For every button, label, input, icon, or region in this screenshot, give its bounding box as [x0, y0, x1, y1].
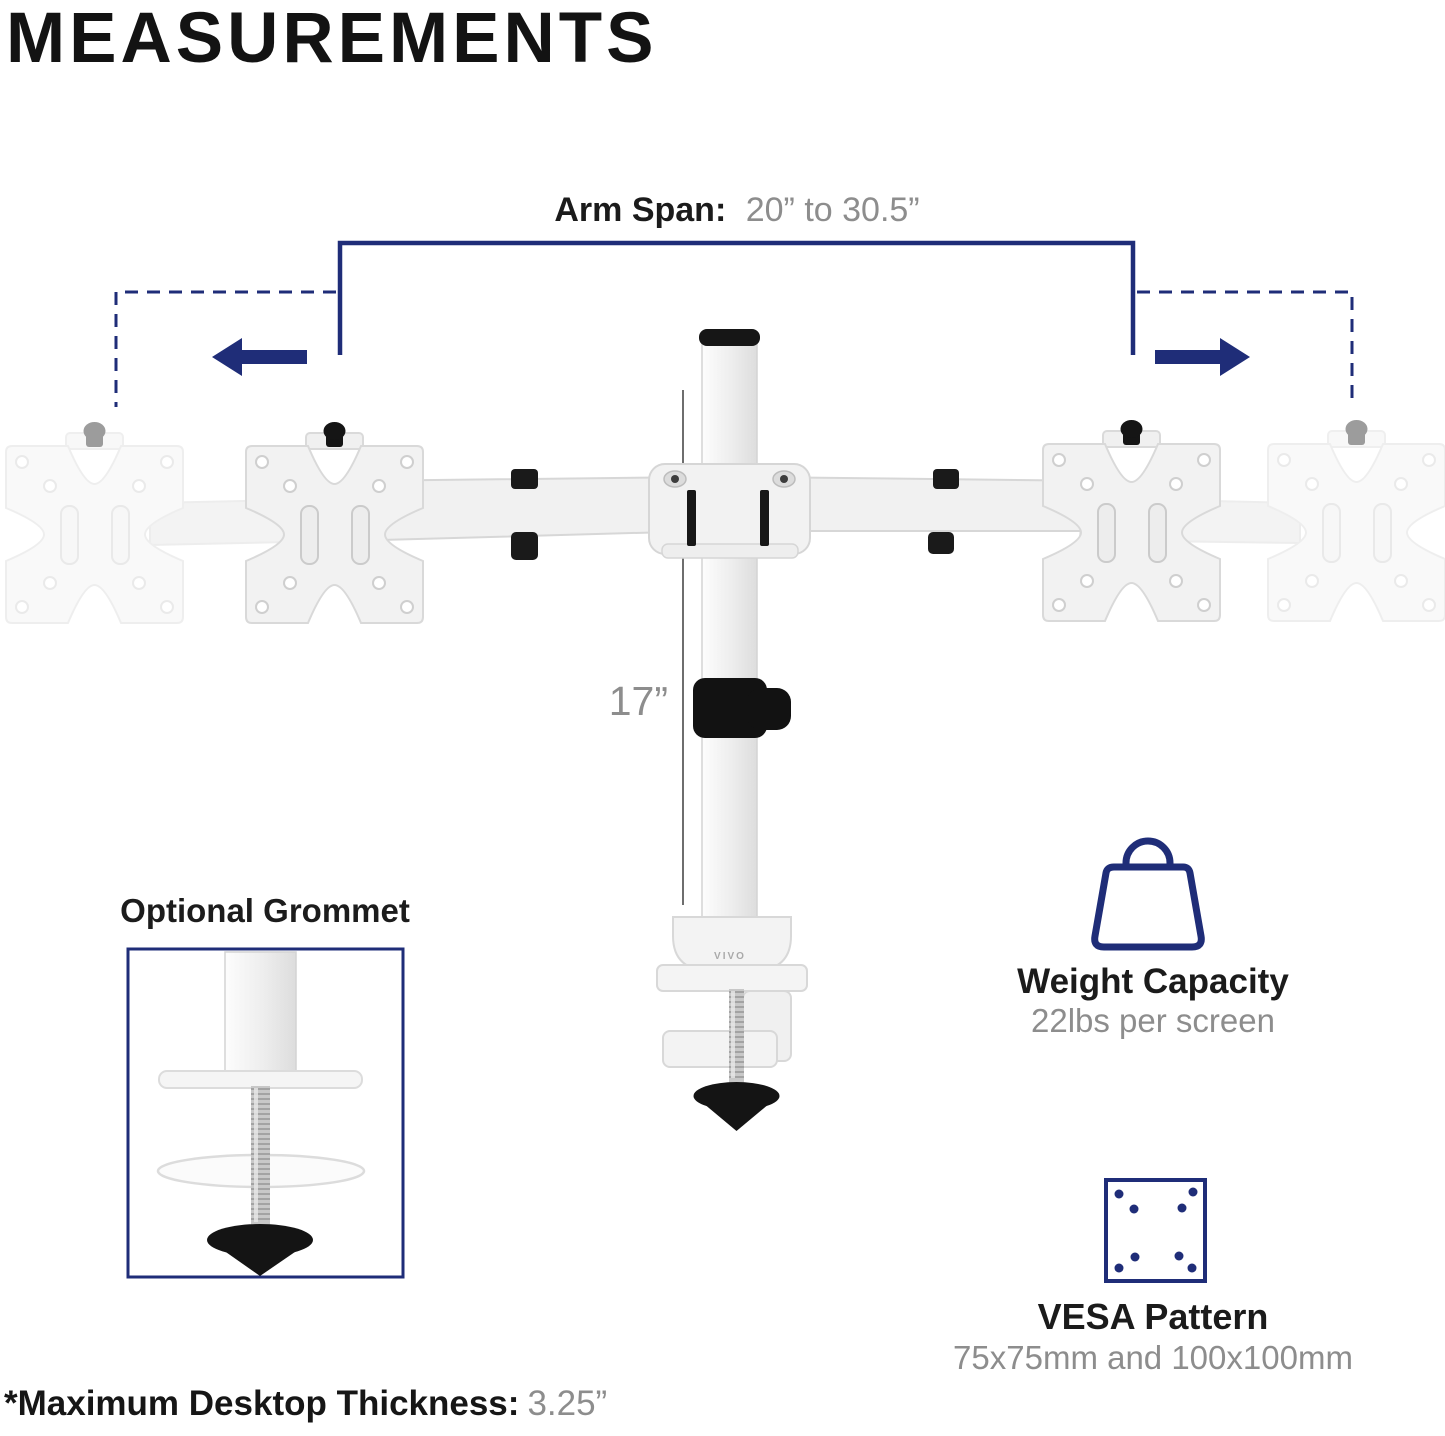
vesa-pattern-label: VESA Pattern [1037, 1296, 1269, 1337]
cable-clip [693, 678, 791, 738]
pole-height-value: 17” [608, 678, 668, 724]
page-title: MEASUREMENTS [6, 0, 658, 78]
arm-span-annotation: Arm Span: 20” to 30.5” [340, 191, 1134, 229]
weight-capacity-label: Weight Capacity [1017, 962, 1289, 1001]
grommet-threaded-rod [251, 1086, 270, 1234]
monitor-arm-right [754, 469, 1106, 554]
grommet-pole [224, 951, 297, 1079]
arm-span-value: 20” to 30.5” [745, 191, 920, 229]
arm-hub [648, 463, 811, 559]
vesa-pattern-icon [1104, 1178, 1207, 1283]
center-pole [699, 329, 760, 935]
grommet-detail-box [126, 947, 405, 1279]
desktop-thickness-value: 3.25” [527, 1384, 608, 1423]
weight-icon [1091, 837, 1205, 951]
dashed-extension-left [114, 290, 336, 407]
arrow-right-icon [1155, 338, 1250, 376]
vesa-pattern-value: 75x75mm and 100x100mm [953, 1339, 1353, 1376]
weight-capacity-value: 22lbs per screen [1031, 1002, 1275, 1039]
dashed-extension-right [1137, 290, 1354, 407]
grommet-top-flange [158, 1070, 363, 1089]
brand-logo: VIVO [714, 951, 746, 962]
desktop-thickness-note: *Maximum Desktop Thickness:3.25” [4, 1384, 608, 1424]
arrow-left-icon [212, 338, 307, 376]
grommet-heading: Optional Grommet [120, 892, 410, 929]
arm-span-label: Arm Span: [554, 191, 727, 229]
arm-span-bracket [337, 240, 1136, 355]
desk-clamp [656, 916, 808, 1131]
grommet-knob [207, 1222, 313, 1276]
desktop-thickness-label: *Maximum Desktop Thickness: [4, 1384, 520, 1423]
